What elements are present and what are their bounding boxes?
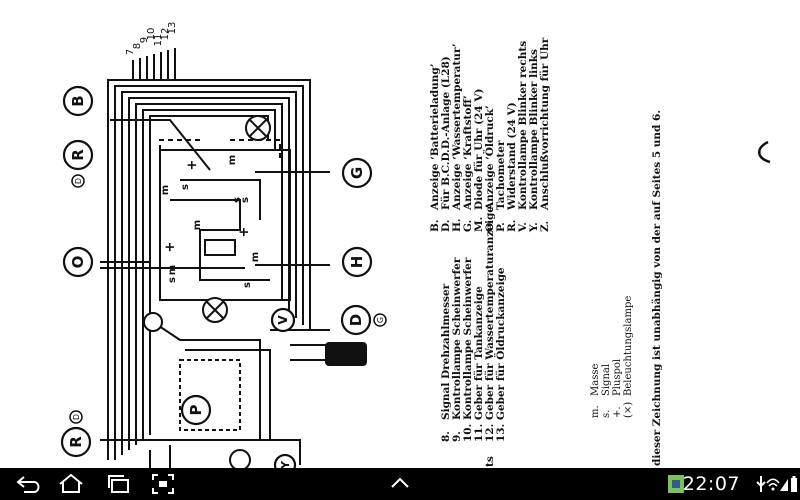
home-icon[interactable] — [56, 472, 86, 496]
wire-number: 11 — [153, 34, 164, 47]
component-label: D — [347, 314, 365, 326]
wire-number: 10 — [146, 28, 157, 41]
terminal-mark: s — [167, 277, 178, 283]
clock: 22:07 — [682, 473, 740, 495]
recent-apps-icon[interactable] — [104, 472, 134, 496]
wifi-icon — [766, 478, 780, 491]
document-page: 7 8 9 10 11 12 13 B R O G H D V P R Y D … — [60, 21, 771, 468]
terminal-mark: s — [180, 184, 191, 190]
page-curl-icon — [758, 140, 771, 164]
component-label: D — [74, 178, 83, 184]
component-label: G — [376, 317, 385, 323]
component-label: Y — [279, 460, 292, 468]
legend-entry: m.Masse — [590, 363, 601, 418]
component-label: P — [187, 405, 205, 416]
component-label: R — [67, 436, 85, 448]
component-label: V — [276, 315, 290, 325]
legend-entry: (×)Beleuchtungslampe — [623, 295, 634, 418]
symbol-legend: m.Masse s.Signal +.Pluspol (×)Beleuchtun… — [590, 296, 634, 418]
component-label: H — [348, 256, 366, 269]
cut-off-fragment: ts — [484, 456, 496, 467]
terminal-mark: s — [232, 197, 243, 203]
terminal-mark: m — [167, 265, 178, 275]
wire-number: 12 — [160, 28, 171, 41]
terminal-mark: + — [163, 242, 178, 253]
terminal-mark: + — [185, 160, 200, 171]
back-icon[interactable] — [14, 472, 44, 496]
legend-entry: Z.Anschlußvorrichtung für Uhr — [539, 37, 551, 232]
battery-icon — [791, 476, 797, 492]
legend-entry: 13.Geber für Öldruckanzeige — [495, 267, 507, 442]
notification-icon — [668, 475, 684, 493]
terminal-mark: m — [192, 220, 203, 230]
system-bar: 22:07 — [0, 468, 800, 500]
component-label: O — [69, 256, 87, 269]
footnote: dieser Zeichnung ist unabhängig von der … — [651, 109, 663, 466]
screenshot-icon[interactable] — [150, 472, 176, 496]
terminal-mark: m — [227, 155, 238, 165]
usb-icon — [756, 476, 766, 492]
terminal-mark: m — [250, 252, 261, 262]
terminal-mark: + — [237, 227, 252, 238]
component-label: B — [69, 95, 87, 106]
terminal-mark: s — [242, 282, 253, 288]
terminal-mark: m — [160, 185, 171, 195]
wire-number: 13 — [167, 22, 178, 35]
legend-entry: +.Pluspol — [612, 358, 623, 418]
wire-number: 9 — [139, 37, 150, 43]
component-label: G — [348, 167, 366, 179]
legend-entry: s.Signal — [601, 363, 612, 418]
lettered-legend: B.Anzeige ‘Batterieladung’ D.Für B.C.D.D… — [429, 37, 551, 232]
signal-icon — [780, 479, 788, 491]
wiring-diagram: 7 8 9 10 11 12 13 B R O G H D V P R Y D … — [60, 22, 387, 468]
wire-number: 7 — [125, 49, 136, 55]
terminal-mark: s — [240, 197, 251, 203]
component-label: R — [69, 149, 87, 161]
numbered-legend: 8.Signal Drehzahlmesser 9.Kontrollampe S… — [440, 206, 507, 442]
component-label: D — [72, 414, 81, 420]
up-arrow-icon[interactable] — [388, 472, 412, 496]
wire-number: 8 — [132, 43, 143, 49]
